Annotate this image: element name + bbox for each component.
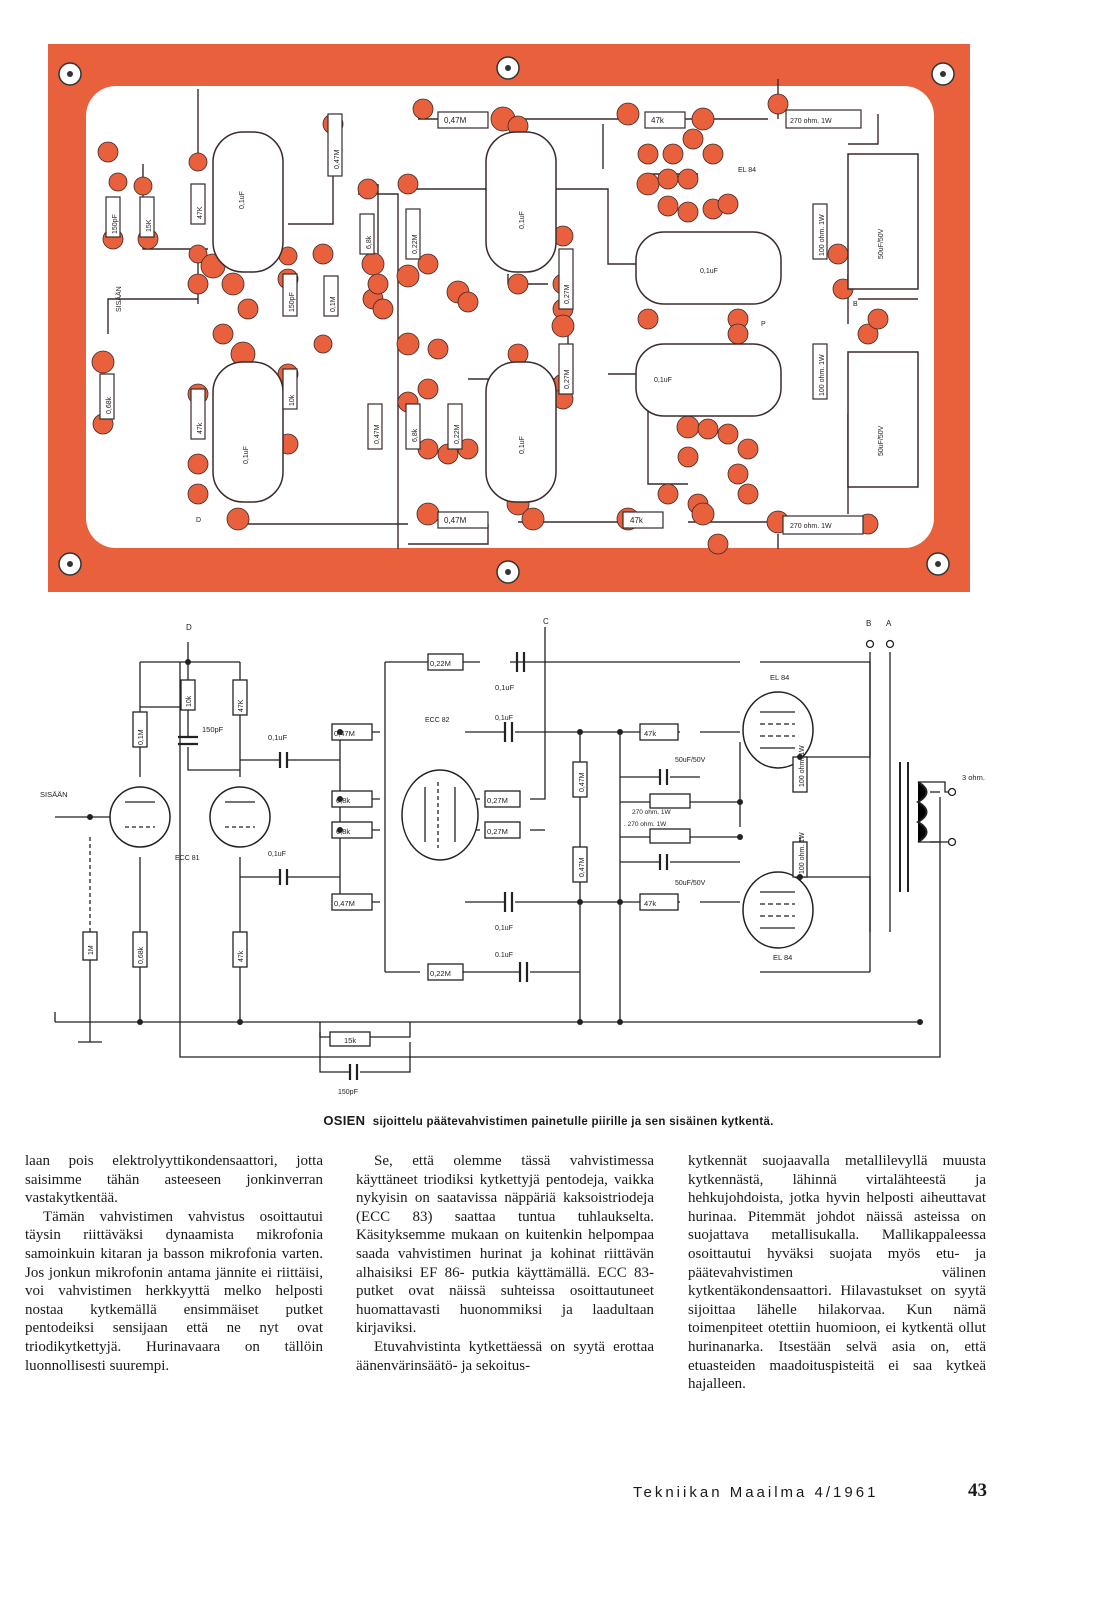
pcb-label: 10k bbox=[289, 394, 296, 406]
paragraph: kytkennät suojaavalla metallilevyllä muu… bbox=[688, 1153, 986, 1393]
schematic-label: 47k bbox=[238, 950, 245, 962]
pcb-label: 0,47M bbox=[334, 149, 341, 169]
pcb-label: 100 ohm. 1W bbox=[819, 354, 826, 396]
pcb-label: 100 ohm. 1W bbox=[819, 214, 826, 256]
pcb-label: 0,27M bbox=[564, 284, 571, 304]
schematic-label: 0,22M bbox=[430, 659, 451, 668]
schematic-label: SISÄÄN bbox=[40, 790, 68, 799]
paragraph: laan pois elektrolyyttikondensaattori, j… bbox=[25, 1153, 323, 1207]
page-number: 43 bbox=[968, 1480, 987, 1501]
pcb-label: 6,8k bbox=[412, 428, 419, 442]
schematic-label: EL 84 bbox=[770, 673, 789, 682]
pcb-label: 47k bbox=[651, 116, 665, 125]
pcb-label: B bbox=[853, 301, 858, 308]
magazine-footer: Tekniikan Maailma 4/1961 bbox=[633, 1484, 879, 1501]
pcb-label: 50uF/50V bbox=[878, 425, 885, 456]
schematic-label: D bbox=[186, 623, 192, 632]
pcb-label: 15K bbox=[146, 219, 153, 232]
schematic-label: 0,1uF bbox=[495, 715, 513, 722]
schematic-label: 150pF bbox=[202, 725, 224, 734]
schematic-label: 150pF bbox=[338, 1089, 358, 1096]
schematic-label: . 270 ohm. 1W bbox=[624, 821, 667, 828]
schematic-label: 47k bbox=[644, 899, 656, 908]
pcb-layout-figure: 0,47M 47k 270 ohm. 1W EL 84 150pF 15K SI… bbox=[48, 44, 970, 592]
pcb-label: 0,1uF bbox=[239, 191, 246, 209]
paragraph: Etuvahvistinta kytkettäessä on syytä ero… bbox=[356, 1338, 654, 1374]
schematic-label: 50uF/50V bbox=[675, 757, 706, 764]
pcb-label: 6,8k bbox=[366, 235, 373, 249]
schematic-label: 0,1M bbox=[138, 729, 145, 745]
schematic-label: 100 ohm. 1W bbox=[799, 745, 806, 787]
pcb-label: 0,1M bbox=[330, 296, 337, 312]
pcb-label: D bbox=[196, 517, 201, 524]
pcb-label: SISÄÄN bbox=[115, 286, 123, 312]
pcb-label: 47k bbox=[630, 516, 644, 525]
schematic-diagram: D C B A 0,22M 0,1uF EL 84 0,1M 10k 47K 1… bbox=[40, 617, 985, 1096]
article-column-1: laan pois elektrolyyttikondensaattori, j… bbox=[25, 1152, 323, 1375]
pcb-label: 50uF/50V bbox=[878, 228, 885, 259]
schematic-label: 1M bbox=[88, 945, 95, 955]
pcb-label: 47k bbox=[197, 422, 204, 434]
schematic-label: 100 ohm. 1W bbox=[799, 832, 806, 874]
pcb-label: 270 ohm. 1W bbox=[790, 118, 832, 125]
pcb-label: 0,1uF bbox=[243, 446, 250, 464]
pcb-label: 270 ohm. 1W bbox=[790, 523, 832, 530]
schematic-label: 0,68k bbox=[138, 946, 145, 964]
schematic-label: 0,1uF bbox=[495, 925, 513, 932]
schematic-label: 6,8k bbox=[336, 827, 350, 836]
schematic-label: 270 ohm. 1W bbox=[632, 809, 672, 816]
pcb-label: EL 84 bbox=[738, 167, 756, 174]
schematic-label: 0,27M bbox=[487, 827, 508, 836]
schematic-label: 47k bbox=[644, 729, 656, 738]
schematic-label: 3 ohm. bbox=[962, 773, 985, 782]
pcb-label: 150pF bbox=[112, 214, 119, 234]
pcb-label: 150pF bbox=[289, 292, 296, 312]
pcb-label: 47K bbox=[197, 206, 204, 219]
pcb-label: 0,22M bbox=[454, 424, 461, 444]
pcb-label: 0,68k bbox=[106, 396, 113, 414]
pcb-label: 0,22M bbox=[412, 234, 419, 254]
schematic-label: 0,47M bbox=[334, 899, 355, 908]
schematic-label: 15k bbox=[344, 1036, 356, 1045]
schematic-label: 0,22M bbox=[430, 969, 451, 978]
schematic-label: 6,8k bbox=[336, 796, 350, 805]
schematic-label: 0,27M bbox=[487, 796, 508, 805]
pcb-label: P bbox=[761, 321, 766, 328]
schematic-label: 0,1uF bbox=[268, 851, 286, 858]
pcb-label: 0,1uF bbox=[700, 268, 718, 275]
schematic-label: EL 84 bbox=[773, 953, 792, 962]
schematic-label: ECC 82 bbox=[425, 717, 450, 724]
schematic-label: 0.1uF bbox=[495, 952, 513, 959]
schematic-label: 10k bbox=[186, 695, 193, 707]
pcb-label: 0,47M bbox=[444, 516, 467, 525]
article-column-2: Se, että olemme tässä vahvistimessa käyt… bbox=[356, 1152, 654, 1375]
schematic-label: B bbox=[866, 619, 871, 628]
schematic-label: 47K bbox=[238, 699, 245, 712]
pcb-label: 0,1uF bbox=[519, 211, 526, 229]
figure-caption: OSIEN sijoittelu päätevahvistimen painet… bbox=[0, 1113, 1097, 1128]
pcb-label: 0,47M bbox=[444, 116, 467, 125]
caption-text: sijoittelu päätevahvistimen painetulle p… bbox=[372, 1116, 774, 1128]
caption-lead: OSIEN bbox=[323, 1113, 366, 1128]
schematic-label: 0,1uF bbox=[268, 733, 288, 742]
schematic-label: 0,47M bbox=[334, 729, 355, 738]
schematic-label: C bbox=[543, 617, 549, 626]
schematic-label: 50uF/50V bbox=[675, 880, 706, 887]
schematic-label: ECC 81 bbox=[175, 855, 200, 862]
pcb-label: 0,47M bbox=[374, 424, 381, 444]
article-column-3: kytkennät suojaavalla metallilevyllä muu… bbox=[688, 1152, 986, 1394]
schematic-label: A bbox=[886, 619, 892, 628]
paragraph: Tämän vahvistimen vahvistus osoittautui … bbox=[25, 1208, 323, 1374]
pcb-label: 0,1uF bbox=[654, 377, 672, 384]
paragraph: Se, että olemme tässä vahvistimessa käyt… bbox=[356, 1153, 654, 1337]
pcb-label: 0,27M bbox=[564, 369, 571, 389]
schematic-label: 0,47M bbox=[579, 772, 586, 792]
schematic-label: 0,1uF bbox=[495, 683, 515, 692]
schematic-label: 0,47M bbox=[579, 857, 586, 877]
pcb-label: 0,1uF bbox=[519, 436, 526, 454]
